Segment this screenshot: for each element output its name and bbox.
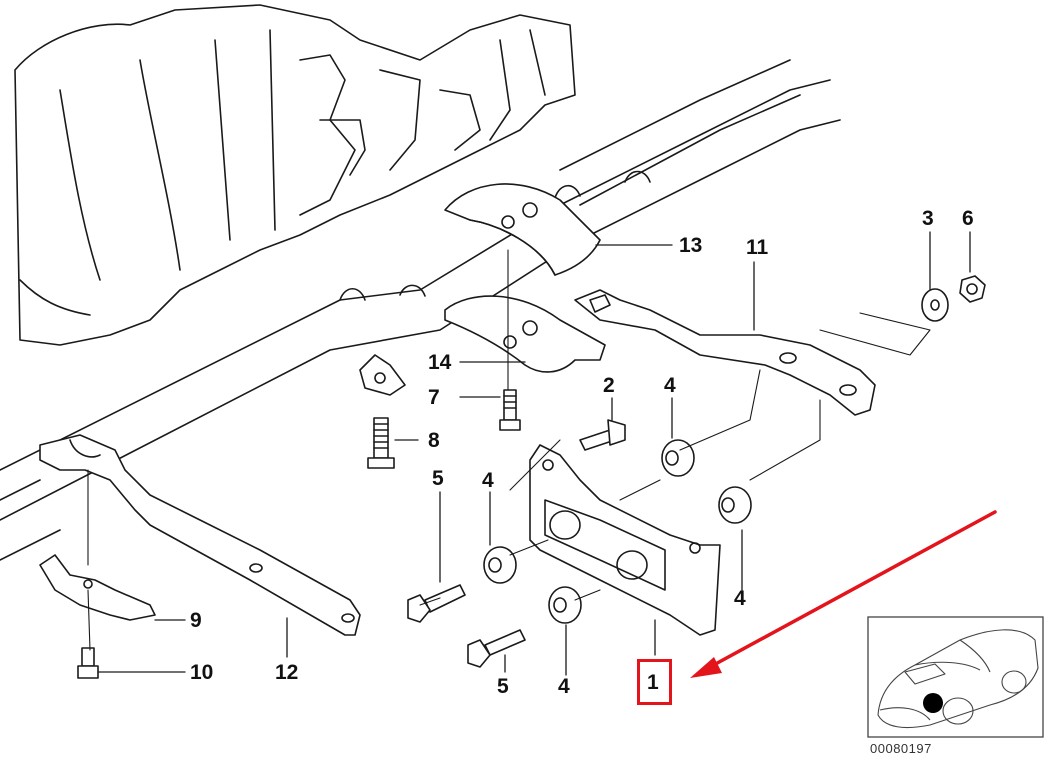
bracket-part-1 <box>529 444 721 636</box>
callout-13: 9 <box>190 609 202 632</box>
bolt-part-11 <box>499 389 521 431</box>
callout-1: 1 <box>647 671 659 694</box>
callout-5-upper: 5 <box>432 467 444 490</box>
callout-5-lower: 5 <box>497 675 509 698</box>
mount-tab <box>359 354 406 396</box>
diagram-reference-number: 00080197 <box>870 741 932 756</box>
long-strap-part-14 <box>39 434 361 636</box>
callout-2: 2 <box>603 374 615 397</box>
bolt-part-5-upper <box>407 584 466 623</box>
bolt-part-8 <box>367 417 395 469</box>
callout-7: 11 <box>746 236 769 259</box>
upper-clamp-part-9 <box>444 183 601 276</box>
bolt-part-2 <box>579 419 626 451</box>
rubber-mount-part-4 <box>483 439 752 624</box>
callout-leader-lines <box>97 231 971 676</box>
callout-4-left: 4 <box>482 469 494 492</box>
red-pointer-arrow <box>690 510 997 678</box>
washer-part-3 <box>921 288 949 322</box>
bolt-part-5-lower <box>467 629 526 668</box>
callout-4-right: 4 <box>734 587 746 610</box>
lower-clamp-part-10 <box>444 295 606 373</box>
vehicle-thumbnail-inset <box>867 616 1044 738</box>
support-strap-part-7 <box>574 289 876 416</box>
callout-14: 12 <box>275 661 299 684</box>
callout-1-highlight-box <box>637 659 672 705</box>
nut-part-6 <box>959 275 986 303</box>
assembly-guide-lines <box>87 249 931 651</box>
callout-6: 6 <box>962 207 974 230</box>
callout-12: 10 <box>190 661 214 684</box>
callout-10: 14 <box>428 351 452 374</box>
callout-4-lower: 4 <box>558 675 570 698</box>
transmission-housing-outline <box>14 4 576 346</box>
callout-4-upper: 4 <box>664 374 676 397</box>
clamp-part-13 <box>39 554 156 621</box>
callout-9: 13 <box>679 234 703 257</box>
callout-11: 7 <box>428 386 440 409</box>
bolt-part-12 <box>77 647 99 679</box>
callout-3: 3 <box>922 207 934 230</box>
callout-8: 8 <box>428 429 440 452</box>
